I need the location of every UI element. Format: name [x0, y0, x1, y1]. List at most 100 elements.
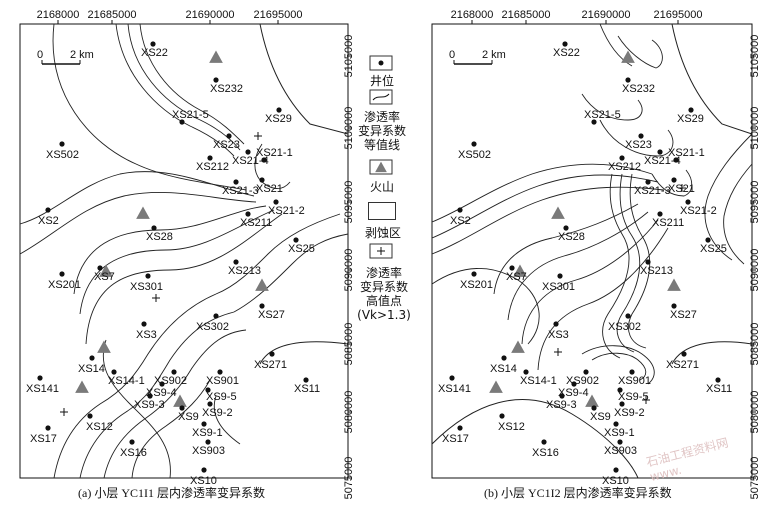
volcano-marker [75, 380, 89, 393]
well-label: XS29 [265, 113, 292, 125]
well-label: XS271 [254, 359, 287, 371]
well-label: XS21-5 [584, 109, 621, 121]
well-dot [638, 133, 644, 139]
well-dot [559, 393, 565, 399]
well-label: XS301 [542, 281, 575, 293]
well-label: XS201 [460, 279, 493, 291]
well-dot [207, 155, 213, 161]
well-dot [151, 225, 157, 231]
contour-line [53, 293, 217, 479]
well-label: XS21 [256, 183, 283, 195]
well-label: XS232 [210, 83, 243, 95]
well-label: XS9-3 [134, 399, 165, 411]
well-label: XS9-1 [604, 427, 635, 439]
well-dot [37, 375, 43, 381]
contour-line [215, 213, 341, 295]
volcano-marker [621, 50, 635, 63]
well-label: XS9-1 [192, 427, 223, 439]
well-dot [619, 401, 625, 407]
well-dot [226, 133, 232, 139]
well-dot [245, 211, 251, 217]
volcano-marker [209, 50, 223, 63]
well-dot [657, 211, 663, 217]
well-dot [171, 369, 177, 375]
volcano-marker [551, 206, 565, 219]
well-label: XS27 [258, 309, 285, 321]
well-dot [141, 321, 147, 327]
well-label: XS903 [192, 445, 225, 457]
scale-label-distance: 2 km [482, 49, 506, 61]
y-tick-label: 5080000 [343, 391, 355, 434]
well-label: XS9-3 [546, 399, 577, 411]
x-tick-label: 2168000 [451, 9, 494, 21]
well-dot [715, 377, 721, 383]
well-label: XS901 [206, 375, 239, 387]
well-label: XS11 [706, 383, 732, 395]
well-label: XS201 [48, 279, 81, 291]
well-dot [269, 351, 275, 357]
well-dot [201, 421, 207, 427]
erosion-boundary-right [671, 341, 753, 365]
well-dot [59, 141, 65, 147]
well-label: XS9 [178, 411, 199, 423]
well-dot [457, 207, 463, 213]
well-dot [245, 149, 251, 155]
high-value-marker [554, 348, 562, 356]
well-dot [673, 157, 679, 163]
well-label: XS7 [94, 271, 115, 283]
well-dot [571, 381, 577, 387]
well-dot [207, 401, 213, 407]
contour-line [581, 93, 643, 121]
well-label: XS213 [640, 265, 673, 277]
well-dot [145, 273, 151, 279]
well-dot [705, 237, 711, 243]
high-value-marker [254, 132, 262, 140]
legend-high-label: 渗透率 变异系数 高值点 (Vk>1.3) [356, 266, 412, 322]
well-label: XS14 [78, 363, 105, 375]
well-dot [293, 237, 299, 243]
contour-line [79, 209, 275, 315]
well-dot [259, 303, 265, 309]
contour-line [139, 23, 245, 145]
well-dot [213, 77, 219, 83]
well-label: XS21-3 [222, 185, 259, 197]
y-tick-label: 5085000 [343, 323, 355, 366]
x-tick-label: 21685000 [502, 9, 551, 21]
well-label: XS12 [86, 421, 113, 433]
contour-line [599, 119, 674, 157]
well-label: XS212 [608, 161, 641, 173]
well-dot [541, 439, 547, 445]
well-label: XS21 [668, 183, 695, 195]
well-label: XS22 [141, 47, 168, 59]
y-tick-label: 5100000 [343, 107, 355, 150]
y-tick-label: 5095000 [749, 181, 761, 224]
contour-line [617, 35, 663, 69]
y-tick-label: 5075000 [343, 457, 355, 500]
contour-line [507, 211, 649, 321]
well-dot [259, 177, 265, 183]
well-label: XS22 [553, 47, 580, 59]
contour-line [79, 311, 235, 479]
well-dot [523, 369, 529, 375]
well-dot [457, 425, 463, 431]
panel-b-title: (b) 小层 YC1I2 层内渗透率变异系数 [484, 486, 672, 500]
contour-line [131, 379, 211, 479]
well-dot [89, 355, 95, 361]
x-tick-label: 21690000 [186, 9, 235, 21]
volcano-marker [97, 340, 111, 353]
x-tick-label: 21690000 [582, 9, 631, 21]
well-dot [563, 225, 569, 231]
well-dot [562, 41, 568, 47]
y-tick-label: 5100000 [749, 107, 761, 150]
well-dot [591, 405, 597, 411]
panel-a-frame [19, 23, 349, 479]
y-tick-label: 5105000 [343, 35, 355, 78]
well-label: XS3 [136, 329, 157, 341]
well-dot [619, 155, 625, 161]
well-dot [159, 381, 165, 387]
contour-line [628, 173, 651, 349]
well-label: XS12 [498, 421, 525, 433]
contour-line [493, 203, 639, 295]
contour-line [213, 395, 241, 445]
